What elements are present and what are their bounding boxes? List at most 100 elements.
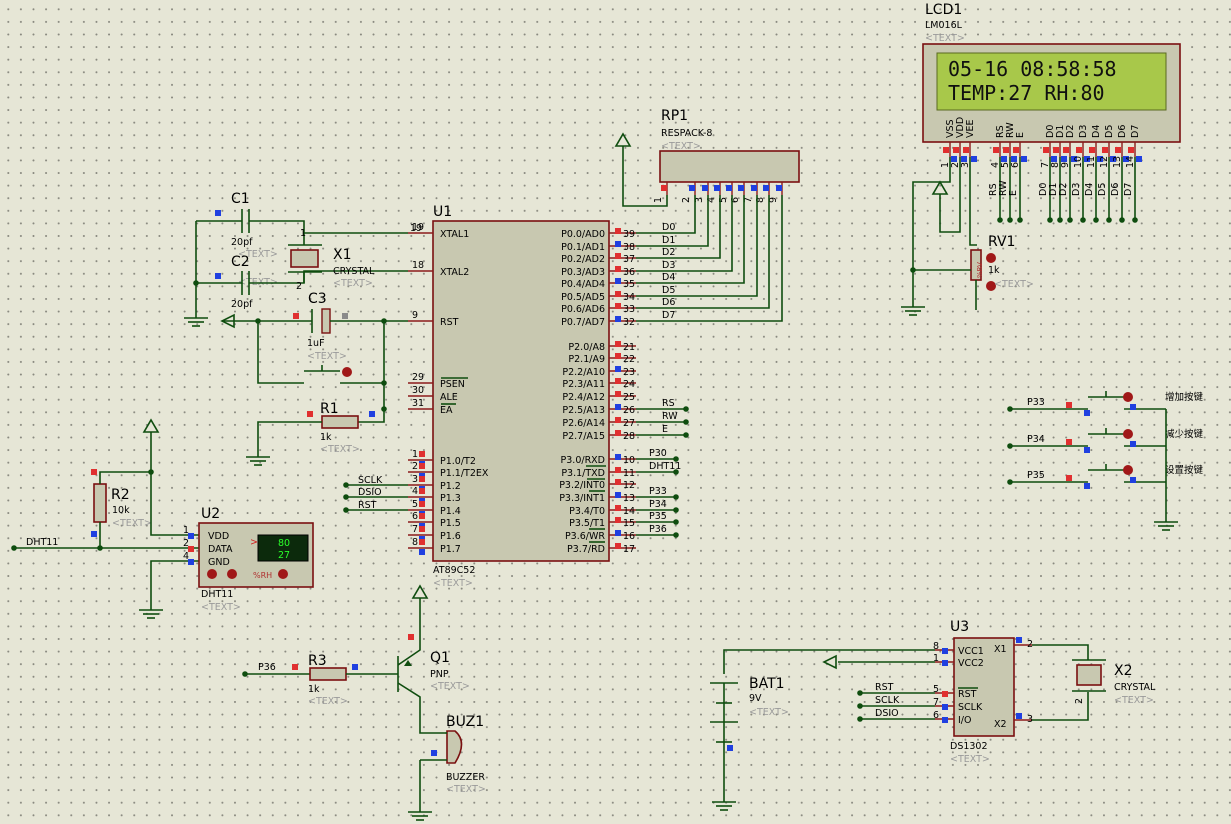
u2-pin-name: DATA xyxy=(208,544,233,555)
p0-bus-wire xyxy=(636,195,770,309)
lcd-pin-number: 13 xyxy=(1112,156,1123,168)
u2-pin-number: 2 xyxy=(183,538,189,549)
junction-dot xyxy=(683,419,689,425)
lcd-bus-label: D5 xyxy=(1097,183,1108,196)
c3-value: 1uF xyxy=(307,338,325,349)
lcd-pin-number: 8 xyxy=(1050,162,1061,168)
u2-pin-name: VDD xyxy=(208,531,229,542)
p3-net-label: P30 xyxy=(649,448,667,459)
lcd-pin-name: D2 xyxy=(1065,125,1076,138)
pin-marker-red xyxy=(1043,147,1049,153)
p3-net-label: DHT11 xyxy=(649,461,681,472)
p0-net-label: D1 xyxy=(662,235,675,246)
u1-at89c52[interactable]: U1AT89C52<TEXT>19XTAL118XTAL29RST29PSEN3… xyxy=(343,195,783,589)
u2-pin-number: 1 xyxy=(183,525,189,536)
u1-body xyxy=(432,220,610,562)
pin-marker-red xyxy=(408,634,414,640)
u1-left-pin-number: 9 xyxy=(412,310,418,321)
resistor-body xyxy=(321,415,359,429)
p1-net-label: RST xyxy=(358,500,377,511)
pin-marker-red xyxy=(615,303,621,309)
junction-dot xyxy=(1017,217,1023,223)
junction-dot xyxy=(1080,217,1086,223)
pin-marker-red xyxy=(419,451,425,457)
pin-marker-blue xyxy=(971,156,977,162)
u1-left-pin-number: 19 xyxy=(412,222,424,233)
lcd-pin-number: 6 xyxy=(1010,162,1021,168)
u3-ds1302[interactable]: U3DS1302<TEXT>VCC18VCC21RST5SCLK7I/O6RST… xyxy=(822,619,1156,765)
u1-left-pin-number: 29 xyxy=(412,372,424,383)
pin-marker-grey xyxy=(342,313,348,319)
junction-dot xyxy=(673,456,679,462)
rv1-knob: %RV xyxy=(976,262,984,278)
pin-marker-red xyxy=(419,513,425,519)
junction-dot xyxy=(1007,217,1013,223)
lcd-bus-label: D2 xyxy=(1058,183,1069,196)
pin-marker-blue xyxy=(1001,156,1007,162)
u1-right-pin-number: 39 xyxy=(623,229,635,240)
u1-right-pin-number: 37 xyxy=(623,254,635,265)
p2-net-label: RS xyxy=(662,398,675,409)
u1-left-pin-name: XTAL2 xyxy=(440,267,469,278)
u1-right-pin-number: 14 xyxy=(623,506,635,517)
x1-text: <TEXT> xyxy=(333,278,373,289)
x2-pin2: 2 xyxy=(1074,698,1085,704)
pin-marker-blue xyxy=(942,648,948,654)
junction-dot xyxy=(857,716,863,722)
r2-pull-wire xyxy=(99,446,152,484)
p0-bus-wire xyxy=(636,195,783,322)
p2-net-label: E xyxy=(662,424,668,435)
u3-part: DS1302 xyxy=(950,741,988,752)
lcd-bus-label: D0 xyxy=(1038,183,1049,196)
p0-net-label: D3 xyxy=(662,260,675,271)
u1-right-pin-number: 17 xyxy=(623,544,635,555)
dht-net-label: DHT11 xyxy=(26,537,58,548)
pin-marker-red xyxy=(615,517,621,523)
r2-value: 10k xyxy=(112,505,130,516)
pin-marker-blue xyxy=(1011,156,1017,162)
u3-net-label: SCLK xyxy=(875,695,900,706)
lcd-pin-name: VEE xyxy=(965,119,976,138)
u2-dht11[interactable]: R210k<TEXT>DHT11U2DHT11<TEXT>VDD1DATA2GN… xyxy=(11,418,314,619)
pin-marker-red xyxy=(1102,147,1108,153)
pin-marker-blue xyxy=(615,278,621,284)
lcd-part: LM016L xyxy=(925,20,963,31)
pin-marker-blue xyxy=(942,660,948,666)
u1-text: <TEXT> xyxy=(433,578,473,589)
junction-dot xyxy=(1093,217,1099,223)
lcd-pin-number: 7 xyxy=(1040,162,1051,168)
u1-right-pin-name: P2.2/A10 xyxy=(562,367,605,378)
pin19: 19 xyxy=(410,223,422,234)
pin-marker-red xyxy=(1115,147,1121,153)
u1-left-pin-number: 1 xyxy=(412,449,418,460)
u3-pin-number: 6 xyxy=(933,710,939,721)
lcd-pin-name: VSS xyxy=(945,119,956,138)
lcd-pin-name: D4 xyxy=(1091,125,1102,138)
lcd-bus-label: E xyxy=(1008,190,1019,196)
lcd-bus-label: D6 xyxy=(1110,183,1121,196)
u1-right-pin-name: P0.3/AD3 xyxy=(561,267,605,278)
lcd-pin-name: RW xyxy=(1005,122,1016,138)
u3-net-label: DSIO xyxy=(875,708,899,719)
p0-net-label: D7 xyxy=(662,310,675,321)
vee-wire xyxy=(969,157,977,246)
pin-marker-red xyxy=(307,411,313,417)
crystal-oscillator[interactable]: C120pf<TEXT>C220pf<TEXT>12X1CRYSTAL<TEXT… xyxy=(184,191,422,327)
pin-marker-blue xyxy=(215,210,221,216)
rst-rail xyxy=(358,321,385,423)
button-net-label: P33 xyxy=(1027,397,1045,408)
u1-left-pin-number: 18 xyxy=(412,260,424,271)
pin-marker-blue xyxy=(1016,637,1022,643)
pin-marker-blue xyxy=(419,549,425,555)
pin-marker-red xyxy=(1128,147,1134,153)
u1-right-pin-number: 26 xyxy=(623,405,635,416)
u1-right-pin-name: P0.0/AD0 xyxy=(561,229,605,240)
